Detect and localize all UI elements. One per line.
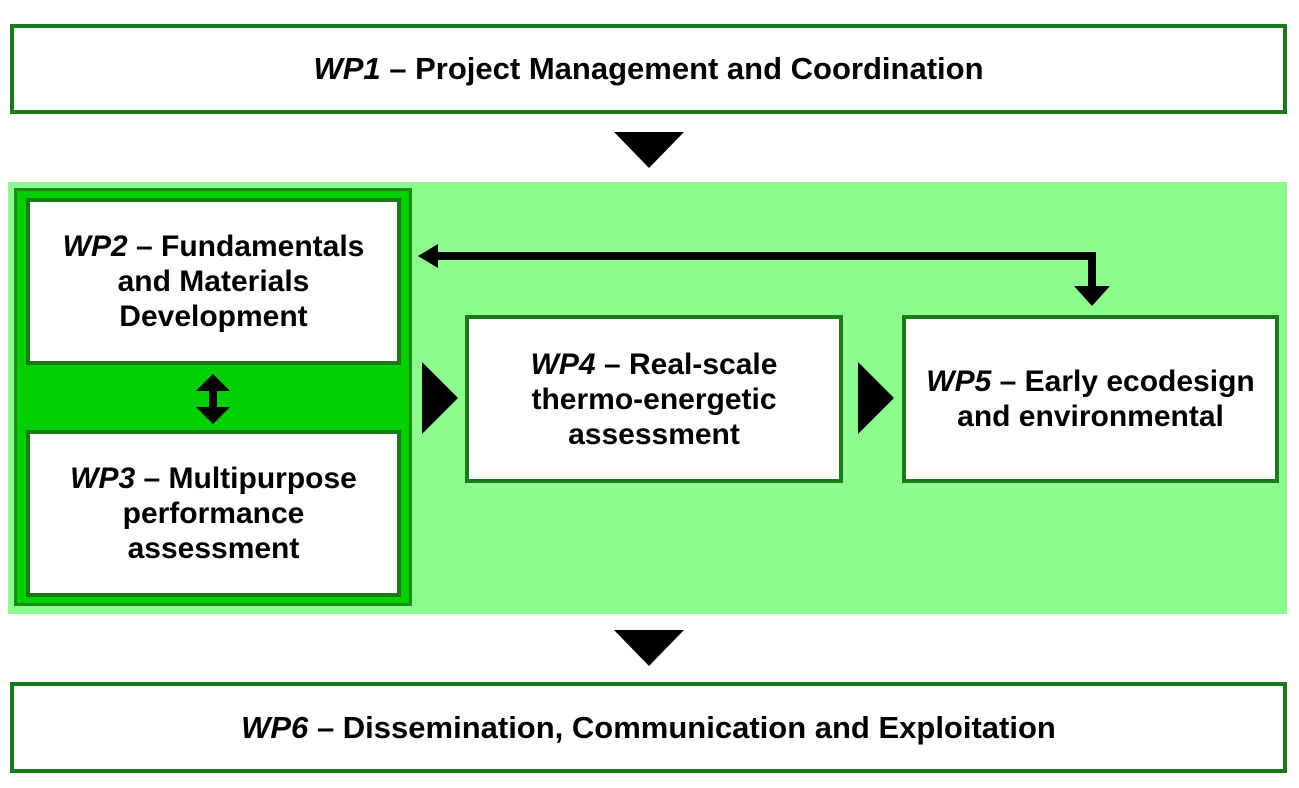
wp4-box: WP4 – Real-scale thermo-energetic assess…: [465, 315, 843, 483]
wp2-box: WP2 – Fundamentals and Materials Develop…: [26, 198, 401, 365]
wp5-title: – Early ecodesign and environmental: [957, 365, 1255, 433]
arrow-wp5-wp2-feedback: [418, 244, 1110, 306]
wp2-code: WP2: [62, 230, 128, 263]
wp6-code: WP6: [241, 709, 309, 745]
wp4-code: WP4: [530, 347, 596, 381]
arrow-to-wp6-down: [614, 630, 684, 666]
wp1-code: WP1: [313, 51, 381, 86]
wp1-box: WP1 – Project Management and Coordinatio…: [10, 24, 1287, 114]
wp3-code: WP3: [70, 462, 136, 495]
wp3-title: – Multipurpose performance assessment: [122, 462, 357, 565]
wp1-title: – Project Management and Coordination: [389, 51, 984, 86]
wp2-title: – Fundamentals and Materials Development: [117, 230, 365, 333]
arrow-wp2-wp3-bidirectional: [196, 374, 230, 424]
wp5-code: WP5: [926, 365, 992, 398]
wp3-box: WP3 – Multipurpose performance assessmen…: [26, 430, 401, 597]
arrow-wp23-to-wp4: [422, 362, 458, 434]
wp6-title: – Dissemination, Communication and Explo…: [316, 709, 1056, 745]
arrow-wp1-down: [614, 132, 684, 168]
arrow-wp4-to-wp5: [858, 362, 894, 434]
wp5-box: WP5 – Early ecodesign and environmental: [902, 315, 1279, 483]
wp4-title: – Real-scale thermo-energetic assessment: [531, 347, 778, 451]
wp6-box: WP6 – Dissemination, Communication and E…: [10, 682, 1287, 773]
